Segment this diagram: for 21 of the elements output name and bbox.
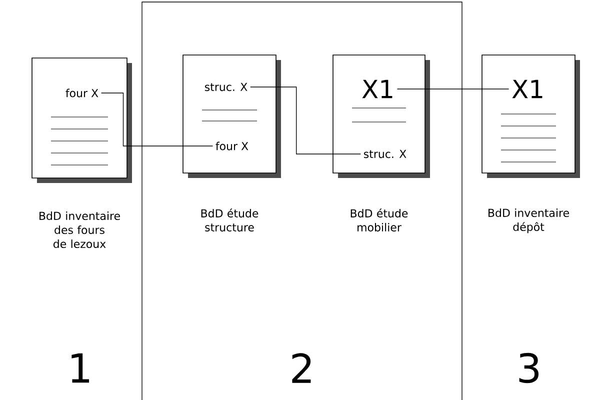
field-label: struc. X	[204, 82, 248, 92]
section-number: 1	[72, 353, 90, 383]
connector-line	[100, 92, 214, 146]
field-label: struc. X	[364, 150, 406, 158]
field-label: X1	[362, 80, 392, 98]
node-label: BdD inventaire des fours de lezoux	[40, 212, 120, 248]
node-label: BdD étude mobilier	[350, 208, 408, 232]
document-drawing	[182, 54, 281, 178]
document-drawing	[482, 54, 580, 178]
field-label: X1	[512, 80, 542, 98]
panel	[142, 2, 462, 400]
node-label: BdD inventaire dépôt	[488, 208, 569, 234]
connector-line	[396, 88, 510, 90]
field-label: four X	[66, 88, 98, 98]
section-number: 3	[519, 352, 539, 384]
connector-line	[250, 86, 362, 154]
section-number: 2	[292, 353, 311, 383]
node-label: BdD étude structure	[201, 208, 258, 232]
document-drawing	[332, 54, 430, 178]
field-label: four X	[216, 142, 248, 150]
document-drawing	[32, 58, 132, 183]
